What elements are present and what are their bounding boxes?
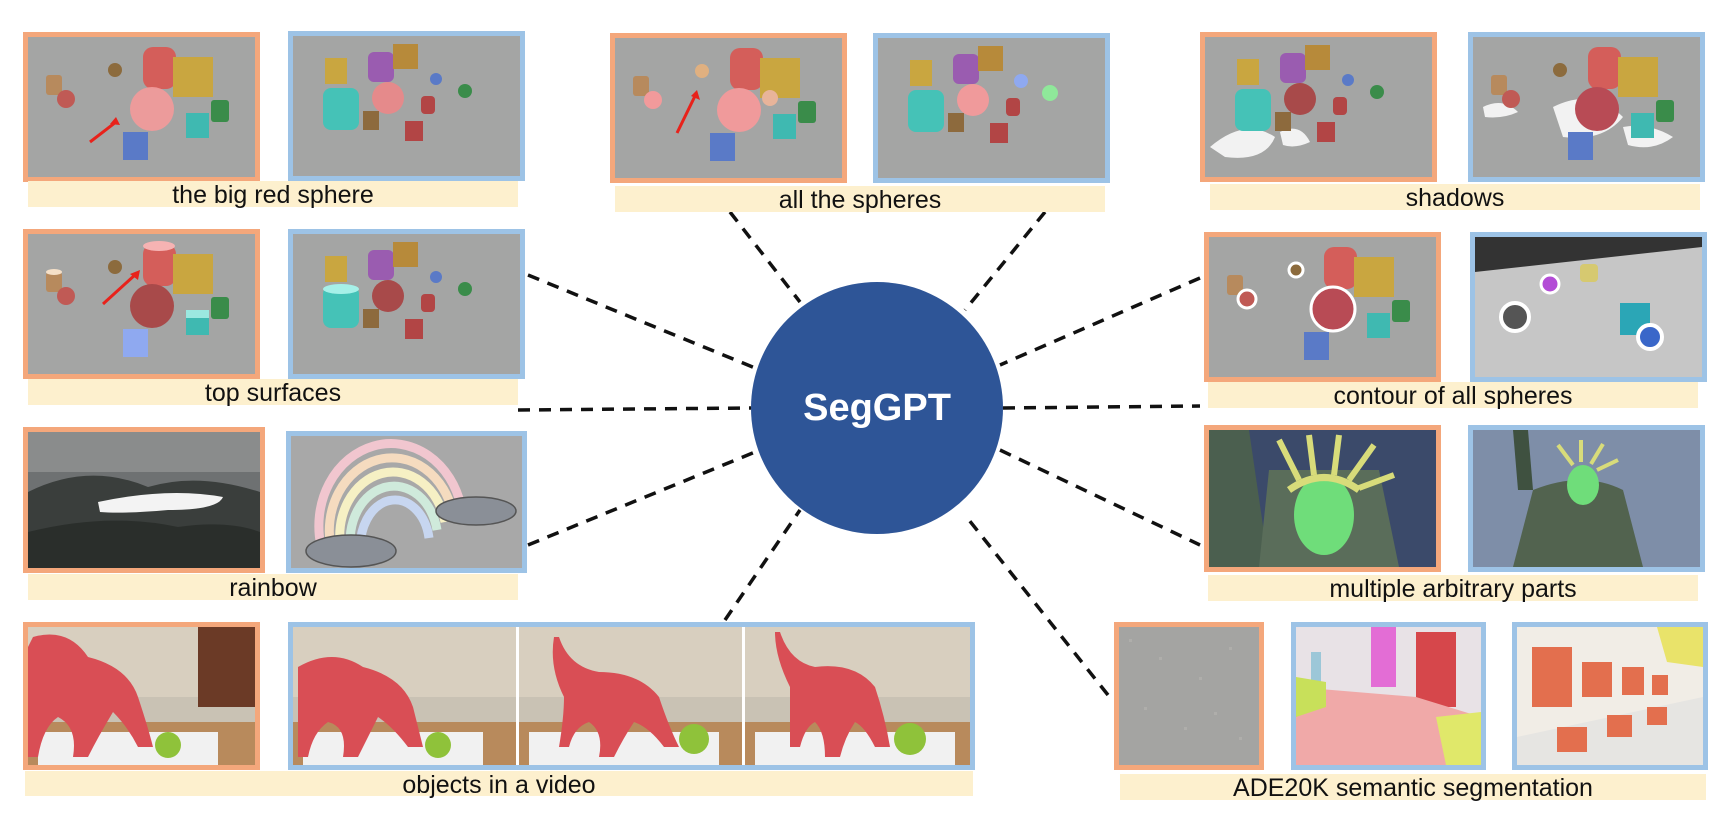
prompt-image-shadows [1200, 32, 1437, 182]
clevr-scene-image [293, 36, 520, 176]
output-image-all-spheres [873, 33, 1110, 183]
seggpt-hub: SegGPT [751, 282, 1003, 534]
caption-text: shadows [1405, 184, 1505, 212]
prompt-image-all-spheres [610, 33, 847, 183]
prompt-image-top-surfaces [23, 229, 260, 379]
caption-text: rainbow [229, 574, 317, 602]
prompt-image-big-red-sphere [23, 32, 260, 182]
caption-text: contour of all spheres [1333, 382, 1573, 410]
cartoon-rainbow-image [291, 436, 522, 568]
prompt-image-contour [1204, 232, 1441, 382]
clevr-scene-image [615, 38, 842, 178]
clevr-scene-image [28, 37, 255, 177]
bedroom-segmentation-image [1296, 627, 1481, 765]
noise-image [1119, 627, 1259, 765]
caption-text: top surfaces [204, 379, 342, 407]
output-image-statue [1468, 425, 1705, 572]
caption-all-spheres: all the spheres [615, 186, 1105, 214]
clevr-scene-image [1209, 237, 1436, 377]
caption-text: all the spheres [778, 186, 942, 214]
output-image-rainbow [286, 431, 527, 573]
landscape-photo [28, 432, 260, 568]
output-image-shadows [1468, 32, 1705, 182]
output-image-contour [1470, 232, 1707, 382]
caption-rainbow: rainbow [28, 574, 518, 602]
output-image-big-red-sphere [288, 31, 525, 181]
caption-ade20k: ADE20K semantic segmentation [1120, 774, 1706, 802]
caption-text: the big red sphere [172, 181, 374, 209]
clevr-scene-image [1475, 237, 1702, 377]
cat-video-frame [28, 627, 255, 765]
caption-big-red-sphere: the big red sphere [28, 181, 518, 209]
caption-contour: contour of all spheres [1208, 382, 1698, 410]
caption-top-surfaces: top surfaces [28, 379, 518, 407]
clevr-scene-image [293, 234, 520, 374]
cat-video-frames [293, 627, 970, 765]
prompt-frame-video [23, 622, 260, 770]
caption-text: objects in a video [402, 771, 596, 799]
clevr-scene-image [28, 234, 255, 374]
prompt-image-ade20k [1114, 622, 1264, 770]
caption-text: ADE20K semantic segmentation [1233, 774, 1593, 802]
hub-label: SegGPT [803, 386, 951, 429]
hallway-segmentation-image [1517, 627, 1703, 765]
statue-of-liberty-photo [1473, 430, 1700, 567]
caption-text: multiple arbitrary parts [1329, 575, 1577, 603]
caption-arbitrary-parts: multiple arbitrary parts [1208, 575, 1698, 603]
output-image-top-surfaces [288, 229, 525, 379]
clevr-scene-image [1205, 37, 1432, 177]
prompt-image-statue [1204, 425, 1441, 572]
clevr-scene-image [1473, 37, 1700, 177]
output-frames-video [288, 622, 975, 770]
statue-of-liberty-photo [1209, 430, 1436, 567]
prompt-image-rainbow [23, 427, 265, 573]
caption-shadows: shadows [1210, 184, 1700, 212]
clevr-scene-image [878, 38, 1105, 178]
caption-video: objects in a video [25, 771, 973, 799]
output-image-ade20k-hallway [1512, 622, 1708, 770]
output-image-ade20k-bedroom [1291, 622, 1486, 770]
